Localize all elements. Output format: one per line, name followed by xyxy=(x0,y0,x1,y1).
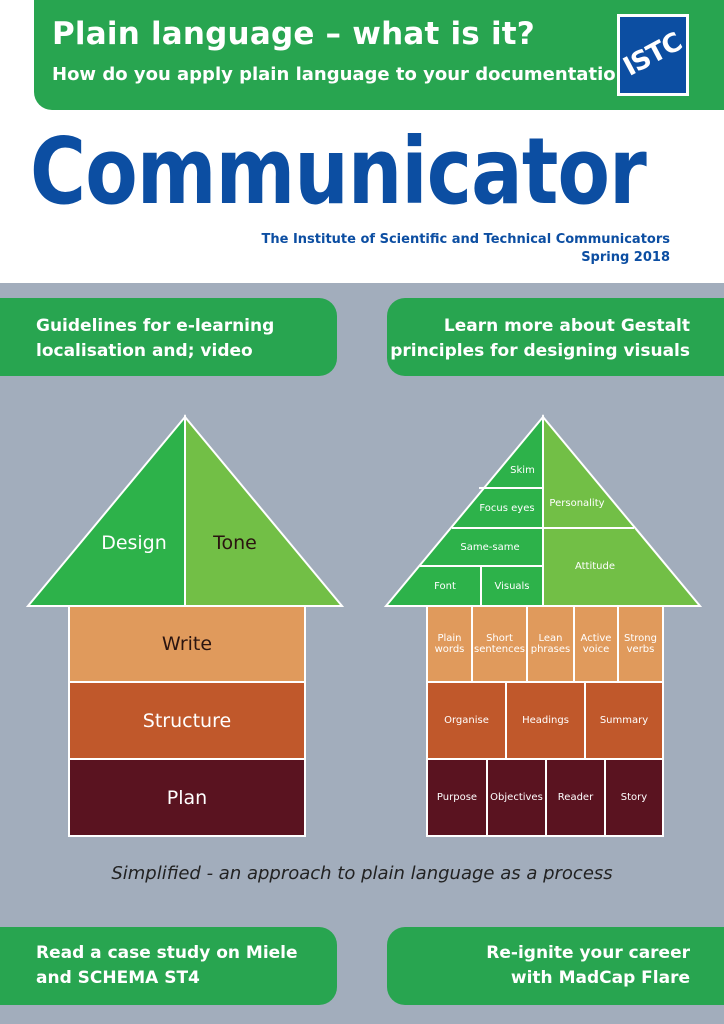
write-plain-words: Plain words xyxy=(426,605,473,683)
feature-line: Guidelines for e-learning xyxy=(36,316,275,336)
istc-logo: ISTC xyxy=(617,14,689,96)
structure-organise: Organise xyxy=(426,681,507,760)
magazine-title: Communicator xyxy=(30,118,647,225)
plan-purpose: Purpose xyxy=(426,758,488,837)
feature-line: Learn more about Gestalt xyxy=(443,316,690,336)
feature-line: principles for designing visuals xyxy=(390,341,690,361)
write-active-voice: Active voice xyxy=(573,605,619,683)
feature-line: Re-ignite your career xyxy=(486,943,690,963)
floor-write: Write xyxy=(68,605,306,683)
plan-objectives: Objectives xyxy=(486,758,547,837)
feature-line: and SCHEMA ST4 xyxy=(36,968,200,988)
write-short-sentences: Short sentences xyxy=(471,605,528,683)
feature-line: with MadCap Flare xyxy=(510,968,690,988)
write-strong-verbs: Strong verbs xyxy=(617,605,664,683)
feature-madcap[interactable]: Re-ignite your career with MadCap Flare xyxy=(387,927,724,1005)
cover-subheadline: How do you apply plain language to your … xyxy=(52,64,639,85)
feature-elearning[interactable]: Guidelines for e-learning localisation a… xyxy=(0,298,337,376)
write-lean-phrases: Lean phrases xyxy=(526,605,575,683)
diagram-caption: Simplified - an approach to plain langua… xyxy=(111,863,613,884)
roof-label-same-same: Same-same xyxy=(460,542,520,553)
header-banner xyxy=(34,0,724,110)
roof-label-visuals: Visuals xyxy=(494,581,530,592)
cover-headline: Plain language – what is it? xyxy=(52,16,535,52)
roof-design xyxy=(25,414,186,607)
roof-label-personality: Personality xyxy=(549,498,605,509)
roof-label-skim: Skim xyxy=(510,465,535,476)
roof-right-half xyxy=(542,414,703,607)
plan-reader: Reader xyxy=(545,758,606,837)
structure-summary: Summary xyxy=(584,681,664,760)
roof-tone xyxy=(184,414,345,607)
roof-label-tone: Tone xyxy=(213,532,257,554)
floor-plan: Plan xyxy=(68,758,306,837)
feature-line: localisation and; video xyxy=(36,341,253,361)
publisher-name: The Institute of Scientific and Technica… xyxy=(261,232,671,247)
plan-story: Story xyxy=(604,758,664,837)
detailed-roof xyxy=(383,414,703,607)
floor-structure: Structure xyxy=(68,681,306,760)
structure-headings: Headings xyxy=(505,681,586,760)
roof-label-focus-eyes: Focus eyes xyxy=(479,503,535,514)
roof-label-design: Design xyxy=(101,532,167,554)
feature-miele[interactable]: Read a case study on Miele and SCHEMA ST… xyxy=(0,927,337,1005)
feature-line: Read a case study on Miele xyxy=(36,943,298,963)
roof-label-font: Font xyxy=(434,581,456,592)
roof-label-attitude: Attitude xyxy=(574,561,616,572)
issue-date: Spring 2018 xyxy=(581,250,670,265)
feature-gestalt[interactable]: Learn more about Gestalt principles for … xyxy=(387,298,724,376)
